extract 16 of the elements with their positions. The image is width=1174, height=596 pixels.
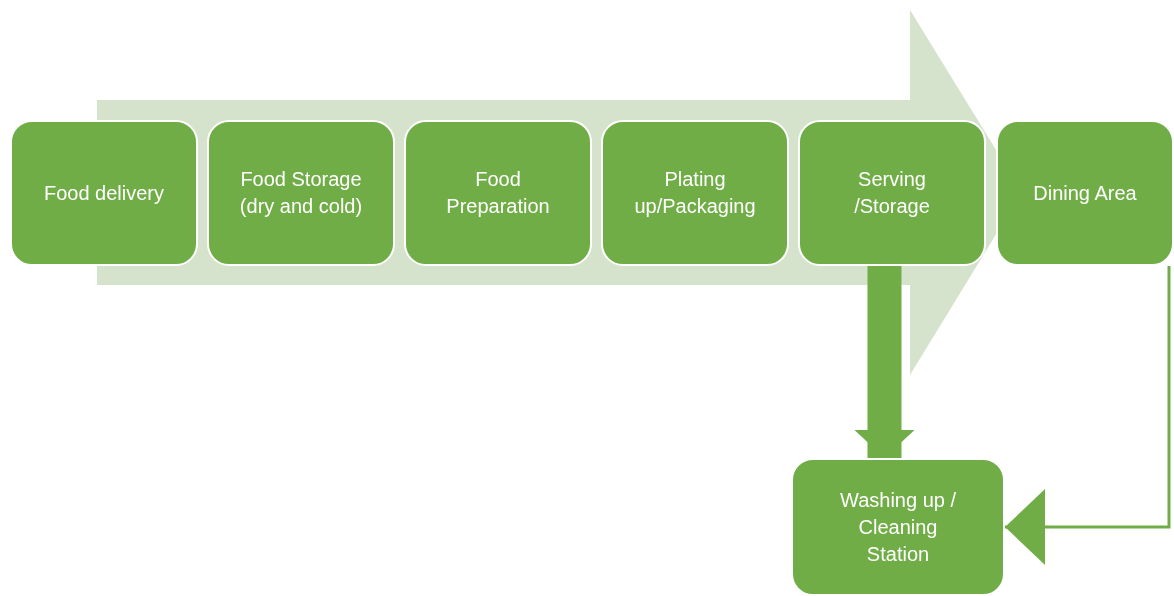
process-box xyxy=(798,120,986,266)
step-label: Plating up/Packaging xyxy=(633,167,757,219)
step-label: Serving /Storage xyxy=(853,167,931,219)
arrow xyxy=(854,266,915,458)
process-box xyxy=(996,120,1174,266)
process-box xyxy=(404,120,592,266)
process-box xyxy=(207,120,395,266)
arrow xyxy=(1005,266,1171,565)
step-label: Dining Area xyxy=(1033,180,1137,206)
step-label: Food delivery xyxy=(43,180,165,206)
step-label: Food Storage (dry and cold) xyxy=(238,167,364,219)
step-label: Washing up / Cleaning Station xyxy=(839,487,957,567)
step-label: Food Preparation xyxy=(445,167,551,219)
process-box xyxy=(791,458,1005,596)
process-box xyxy=(10,120,198,266)
process-box xyxy=(601,120,789,266)
